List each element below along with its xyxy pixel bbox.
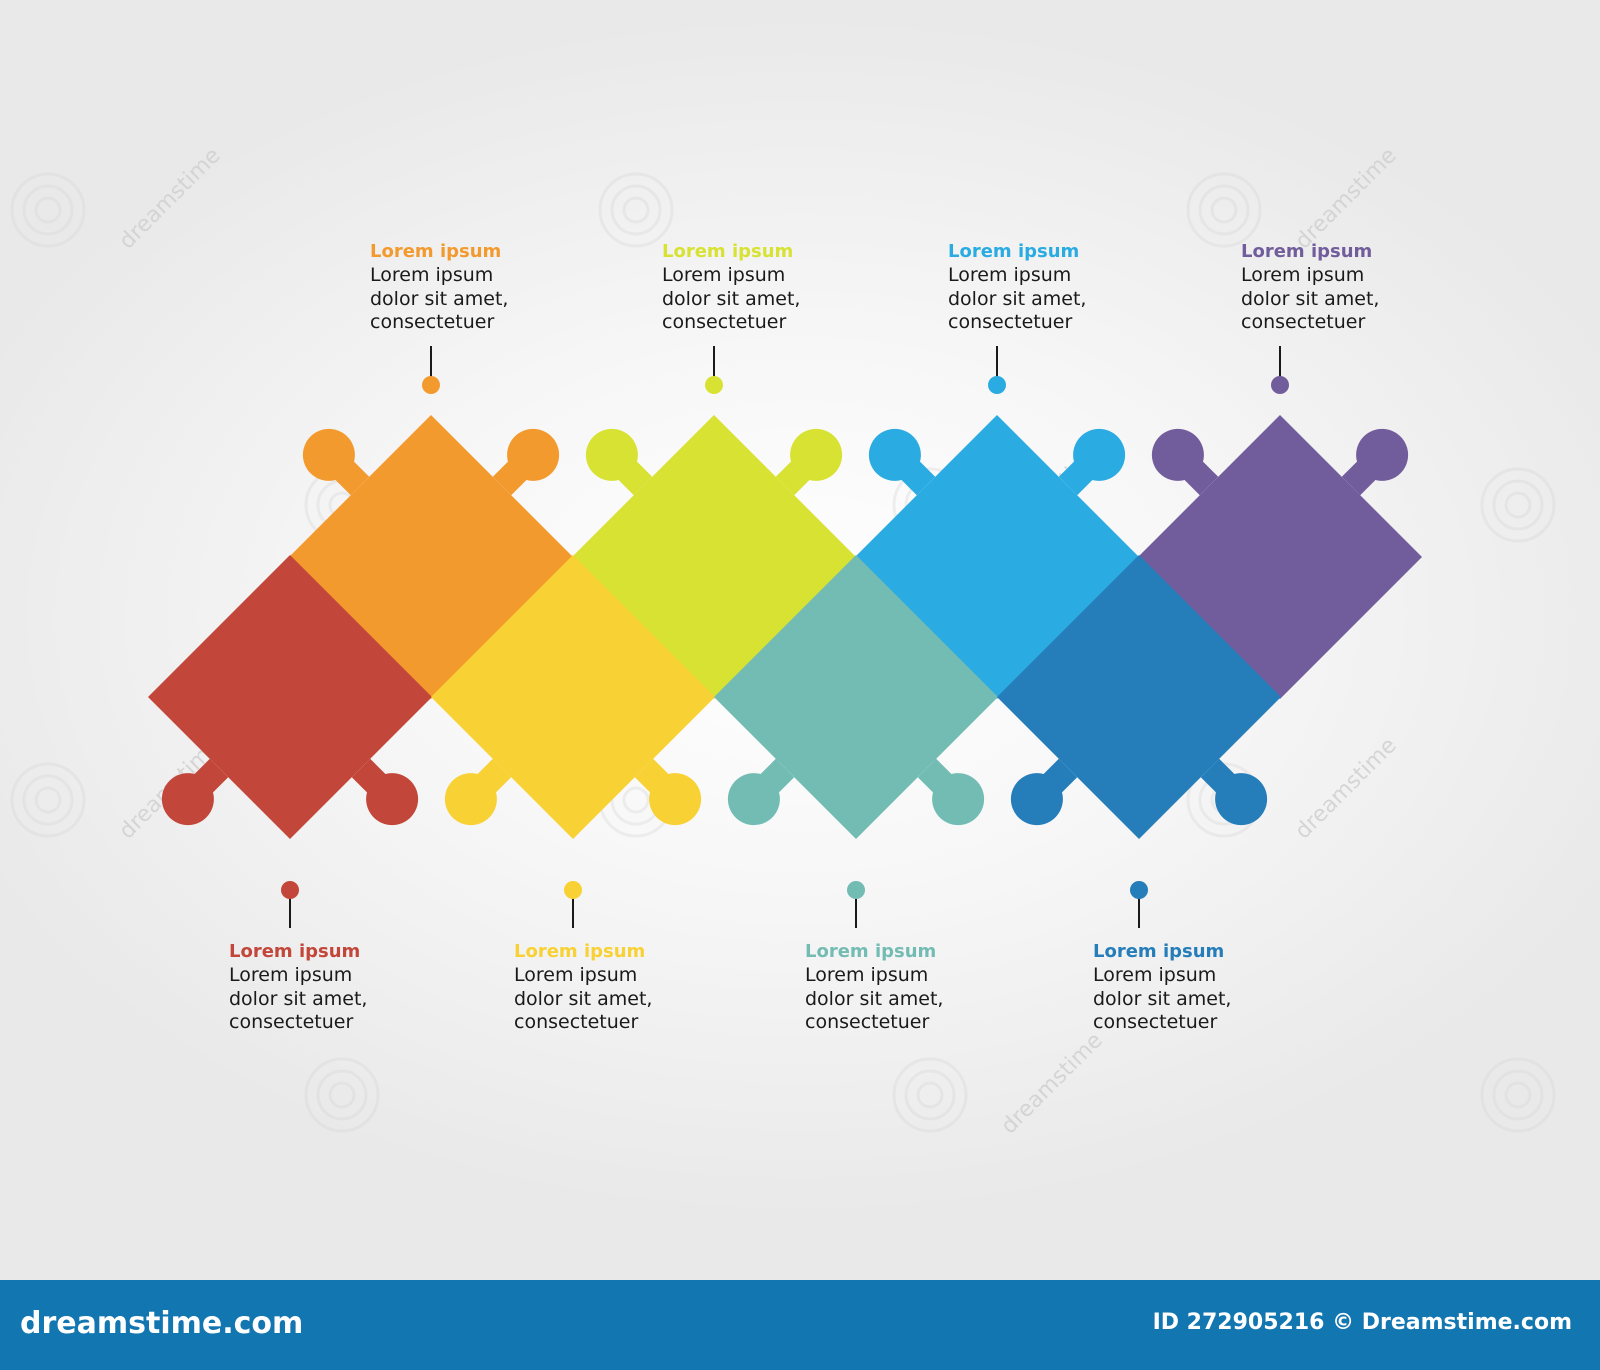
step-description-line: consectetuer: [370, 311, 495, 333]
watermark-spiral-icon: [304, 1057, 380, 1133]
step-connector: [847, 881, 865, 928]
step-description-line: Lorem ipsum: [948, 264, 1072, 286]
step-dot: [1271, 376, 1289, 394]
footer-image-id: ID 272905216 © Dreamstime.com: [1152, 1310, 1572, 1335]
step-description-line: consectetuer: [662, 311, 787, 333]
step-connector: [1130, 881, 1148, 928]
puzzle-piece: [148, 555, 432, 839]
watermark-spiral-icon: [1480, 1057, 1556, 1133]
puzzle-piece: [431, 555, 715, 839]
step-title: Lorem ipsum: [805, 941, 937, 962]
step-description-line: consectetuer: [1093, 1011, 1218, 1033]
step-connector: [705, 346, 723, 394]
step-description-line: dolor sit amet,: [1241, 287, 1380, 310]
step-title: Lorem ipsum: [514, 941, 646, 962]
step-description-line: dolor sit amet,: [1093, 987, 1232, 1010]
step-description-line: dolor sit amet,: [948, 287, 1087, 310]
watermark-spiral-icon: [598, 172, 674, 248]
step-description-line: dolor sit amet,: [662, 287, 801, 310]
step-description-line: Lorem ipsum: [662, 264, 786, 286]
step-title: Lorem ipsum: [1241, 241, 1373, 262]
puzzle-piece: [714, 555, 998, 839]
step-description-line: Lorem ipsum: [805, 964, 929, 986]
step-description-line: Lorem ipsum: [370, 264, 494, 286]
step-connector: [988, 346, 1006, 394]
step-description-line: consectetuer: [948, 311, 1073, 333]
watermark-spiral-icon: [10, 762, 86, 838]
step-dot: [988, 376, 1006, 394]
watermark-spiral-icon: [1186, 172, 1262, 248]
step-dot: [1130, 881, 1148, 899]
step-dot: [564, 881, 582, 899]
step-description-line: Lorem ipsum: [229, 964, 353, 986]
step-title: Lorem ipsum: [662, 241, 794, 262]
step-dot: [847, 881, 865, 899]
step-description-line: consectetuer: [229, 1011, 354, 1033]
step-connector: [564, 881, 582, 928]
step-description-line: dolor sit amet,: [514, 987, 653, 1010]
step-description-line: Lorem ipsum: [514, 964, 638, 986]
step-description-line: Lorem ipsum: [1093, 964, 1217, 986]
step-connector: [422, 346, 440, 394]
watermark-text: dreamstime: [1291, 733, 1402, 844]
step-dot: [281, 881, 299, 899]
step-description-line: dolor sit amet,: [805, 987, 944, 1010]
step-description-line: Lorem ipsum: [1241, 264, 1365, 286]
step-dot: [422, 376, 440, 394]
step-dot: [705, 376, 723, 394]
watermark-text: dreamstime: [115, 143, 226, 254]
watermark-spiral-icon: [892, 1057, 968, 1133]
step-title: Lorem ipsum: [1093, 941, 1225, 962]
watermark-text: dreamstime: [1291, 143, 1402, 254]
step-connector: [281, 881, 299, 928]
footer-bar: dreamstime.com ID 272905216 © Dreamstime…: [0, 1280, 1600, 1370]
step-title: Lorem ipsum: [948, 241, 1080, 262]
step-connector: [1271, 346, 1289, 394]
step-description-line: consectetuer: [805, 1011, 930, 1033]
watermark-spiral-icon: [1480, 467, 1556, 543]
puzzle-piece: [997, 555, 1281, 839]
puzzle-diagram: dreamstime dreamstime dreamstime dreamstime…: [10, 143, 1556, 1139]
step-title: Lorem ipsum: [229, 941, 361, 962]
watermark-spiral-icon: [10, 172, 86, 248]
step-description-line: dolor sit amet,: [229, 987, 368, 1010]
step-title: Lorem ipsum: [370, 241, 502, 262]
step-description-line: dolor sit amet,: [370, 287, 509, 310]
step-description-line: consectetuer: [514, 1011, 639, 1033]
step-description-line: consectetuer: [1241, 311, 1366, 333]
footer-brand-logo[interactable]: dreamstime.com: [20, 1306, 304, 1341]
watermark-text: dreamstime: [997, 1028, 1108, 1139]
